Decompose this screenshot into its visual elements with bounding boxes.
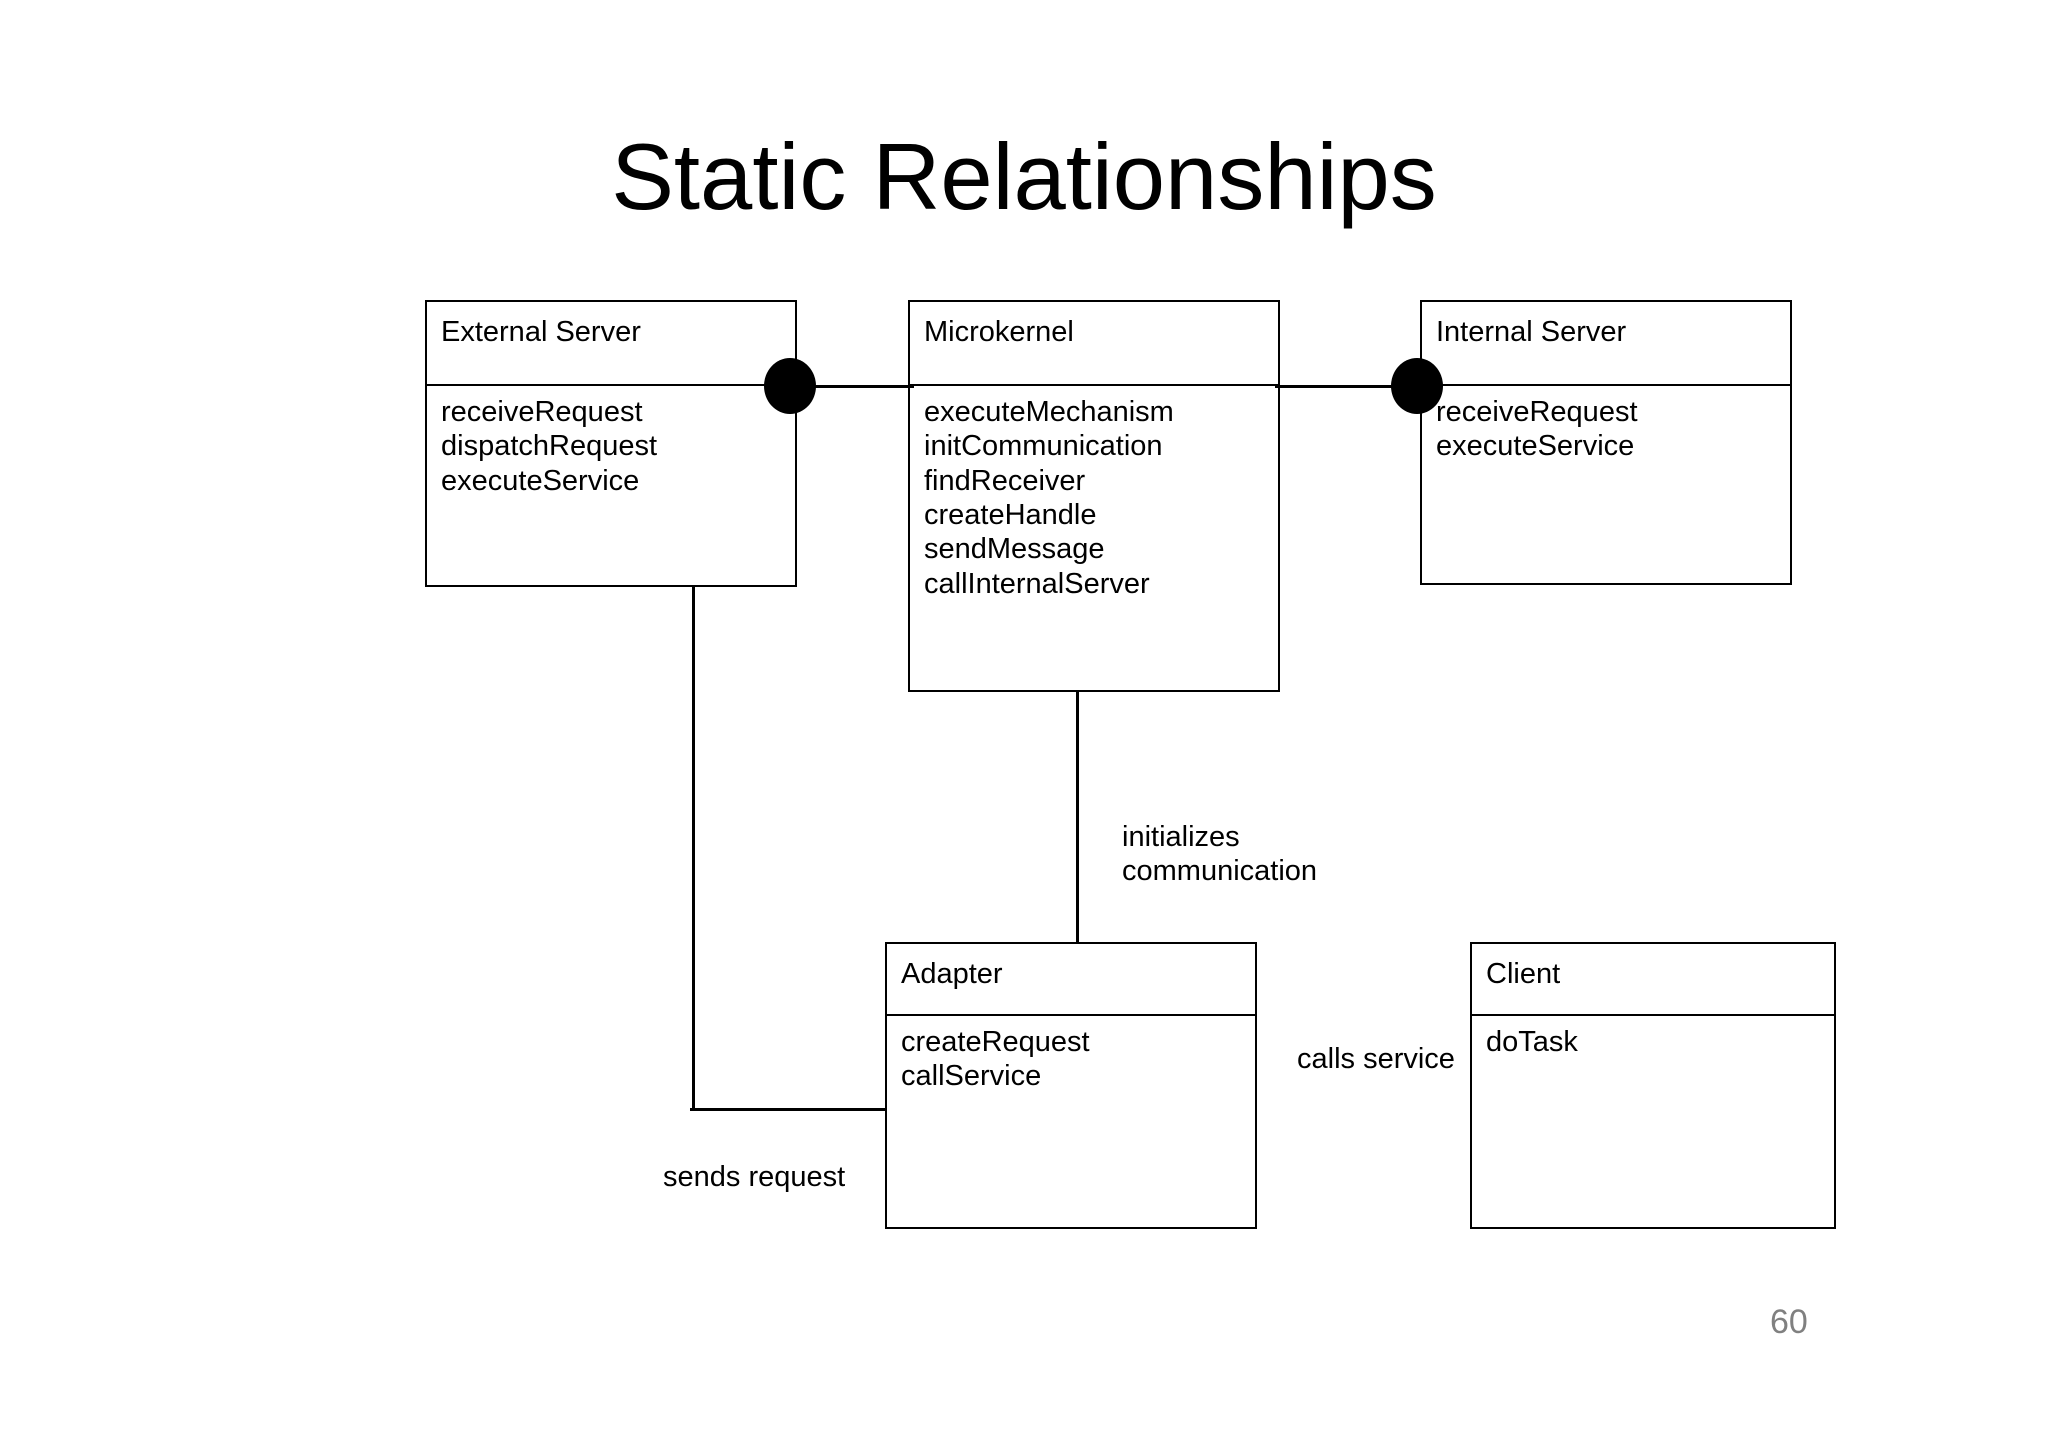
page-number: 60 bbox=[1770, 1303, 1808, 1341]
class-operation: createRequest bbox=[901, 1026, 1090, 1058]
class-operation: executeService bbox=[441, 464, 640, 497]
class-operation: initCommunication bbox=[924, 430, 1163, 463]
class-operation: sendMessage bbox=[924, 533, 1105, 566]
uml-class-adapter[interactable]: Adapter createRequest callService bbox=[885, 942, 1257, 1229]
class-name-compartment: Client bbox=[1472, 944, 1834, 1016]
class-operations-compartment: executeMechanism initCommunication findR… bbox=[910, 386, 1278, 601]
association-line-external-server-adapter-vertical bbox=[692, 585, 695, 1110]
class-name-compartment: Adapter bbox=[887, 944, 1255, 1016]
page-title: Static Relationships bbox=[611, 124, 1437, 229]
class-operation: callInternalServer bbox=[924, 567, 1150, 600]
relationship-label-initializes-communication: initializes communication bbox=[1122, 820, 1317, 888]
uml-class-external-server[interactable]: External Server receiveRequest dispatchR… bbox=[425, 300, 797, 587]
class-operations-compartment: doTask bbox=[1472, 1016, 1834, 1059]
uml-class-client[interactable]: Client doTask bbox=[1470, 942, 1836, 1229]
class-name: Client bbox=[1486, 958, 1561, 990]
class-operation: doTask bbox=[1486, 1026, 1578, 1058]
uml-class-internal-server[interactable]: Internal Server receiveRequest executeSe… bbox=[1420, 300, 1792, 585]
class-operation: dispatchRequest bbox=[441, 430, 658, 463]
class-operation: executeMechanism bbox=[924, 396, 1174, 428]
class-name-compartment: External Server bbox=[427, 302, 795, 386]
association-line-external-server-microkernel bbox=[789, 385, 914, 388]
aggregation-marker-icon-internal-server bbox=[1391, 358, 1443, 414]
class-operation: findReceiver bbox=[924, 464, 1086, 497]
class-operations-compartment: receiveRequest executeService bbox=[1422, 386, 1790, 464]
aggregation-marker-icon-external-server bbox=[764, 358, 816, 414]
class-operation: createHandle bbox=[924, 499, 1097, 532]
class-name: Internal Server bbox=[1436, 316, 1627, 348]
uml-class-microkernel[interactable]: Microkernel executeMechanism initCommuni… bbox=[908, 300, 1280, 692]
class-operation: callService bbox=[901, 1060, 1042, 1093]
relationship-label-line: initializes bbox=[1122, 821, 1240, 853]
class-name: External Server bbox=[441, 316, 641, 348]
association-line-microkernel-adapter bbox=[1076, 690, 1079, 944]
relationship-label-line: communication bbox=[1122, 855, 1318, 888]
relationship-label-calls-service: calls service bbox=[1297, 1043, 1455, 1075]
class-name: Adapter bbox=[901, 958, 1003, 990]
class-operation: executeService bbox=[1436, 430, 1635, 463]
association-line-external-server-adapter-horizontal bbox=[690, 1108, 887, 1111]
class-operation: receiveRequest bbox=[441, 396, 643, 428]
class-name: Microkernel bbox=[924, 316, 1074, 348]
class-operations-compartment: receiveRequest dispatchRequest executeSe… bbox=[427, 386, 795, 498]
association-line-microkernel-internal-server bbox=[1275, 385, 1425, 388]
class-operation: receiveRequest bbox=[1436, 396, 1638, 428]
relationship-label-sends-request: sends request bbox=[663, 1161, 846, 1193]
class-name-compartment: Microkernel bbox=[910, 302, 1278, 386]
class-operations-compartment: createRequest callService bbox=[887, 1016, 1255, 1094]
class-name-compartment: Internal Server bbox=[1422, 302, 1790, 386]
